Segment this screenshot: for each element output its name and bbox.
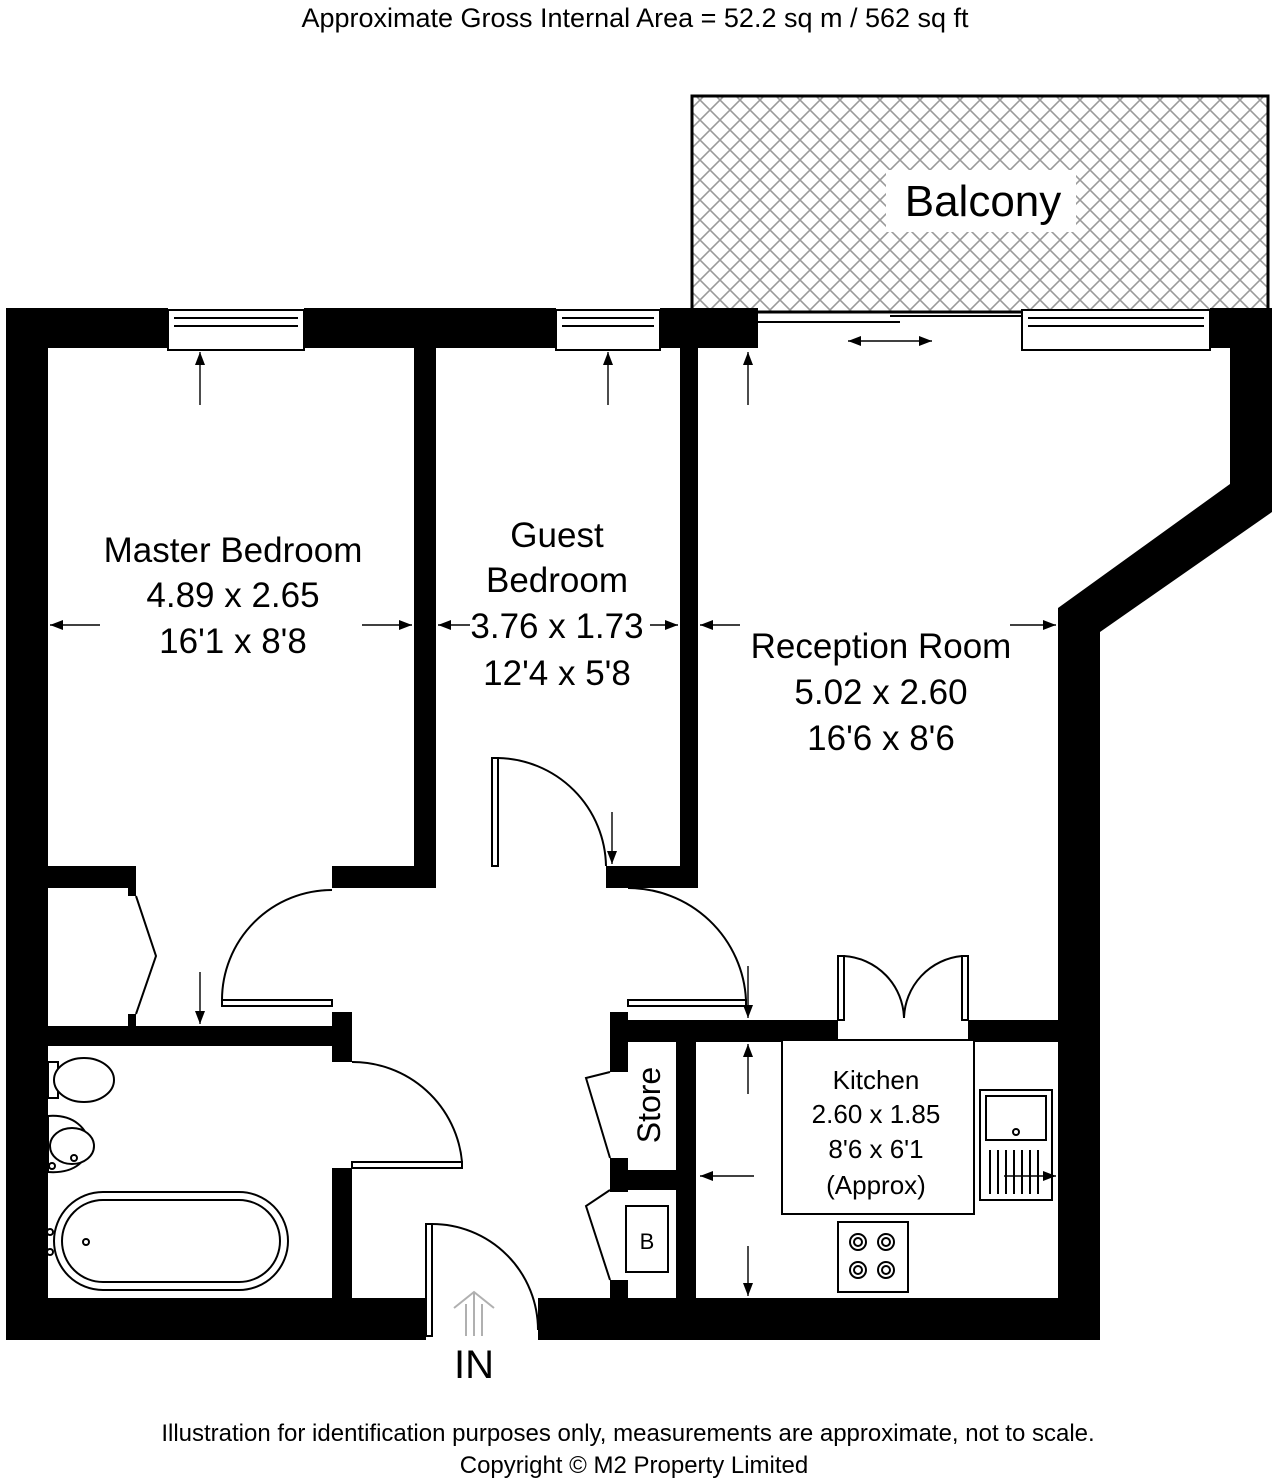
kitchen-name: Kitchen <box>833 1065 920 1095</box>
reception-room: Reception Room 5.02 x 2.60 16'6 x 8'6 <box>751 627 1012 758</box>
bathroom-fixtures <box>46 1057 289 1291</box>
kitchen-fixtures <box>625 1039 1053 1293</box>
kitchen-note: (Approx) <box>826 1170 926 1200</box>
master-bedroom-imperial: 16'1 x 8'8 <box>159 622 307 661</box>
guest-bedroom-name-1: Guest <box>510 516 604 555</box>
guest-bedroom-imperial: 12'4 x 5'8 <box>483 654 631 693</box>
entrance-label: IN <box>454 1343 494 1387</box>
guest-bedroom: Guest Bedroom 3.76 x 1.73 12'4 x 5'8 <box>470 516 643 693</box>
windows <box>167 309 1211 351</box>
balcony-label: Balcony <box>905 177 1062 226</box>
doors <box>135 757 969 1337</box>
dimension-arrows <box>50 336 1056 1296</box>
copyright: Copyright © M2 Property Limited <box>460 1452 808 1479</box>
boiler-label: B <box>640 1229 655 1254</box>
area-heading: Approximate Gross Internal Area = 52.2 s… <box>301 3 969 33</box>
balcony: Balcony <box>690 94 1270 314</box>
guest-bedroom-metric: 3.76 x 1.73 <box>470 607 643 646</box>
master-bedroom: Master Bedroom 4.89 x 2.65 16'1 x 8'8 <box>104 531 363 661</box>
master-bedroom-metric: 4.89 x 2.65 <box>146 576 319 615</box>
reception-room-name: Reception Room <box>751 627 1012 666</box>
entrance-arrow <box>453 1290 495 1336</box>
disclaimer: Illustration for identification purposes… <box>161 1420 1094 1447</box>
kitchen: Kitchen 2.60 x 1.85 8'6 x 6'1 (Approx) <box>812 1065 941 1200</box>
reception-room-imperial: 16'6 x 8'6 <box>807 719 955 758</box>
walls <box>6 308 1272 1340</box>
guest-bedroom-name-2: Bedroom <box>486 561 628 600</box>
master-bedroom-name: Master Bedroom <box>104 531 363 570</box>
kitchen-imperial: 8'6 x 6'1 <box>828 1134 923 1164</box>
store-label: Store <box>631 1067 667 1143</box>
reception-room-metric: 5.02 x 2.60 <box>794 673 967 712</box>
kitchen-metric: 2.60 x 1.85 <box>812 1099 941 1129</box>
